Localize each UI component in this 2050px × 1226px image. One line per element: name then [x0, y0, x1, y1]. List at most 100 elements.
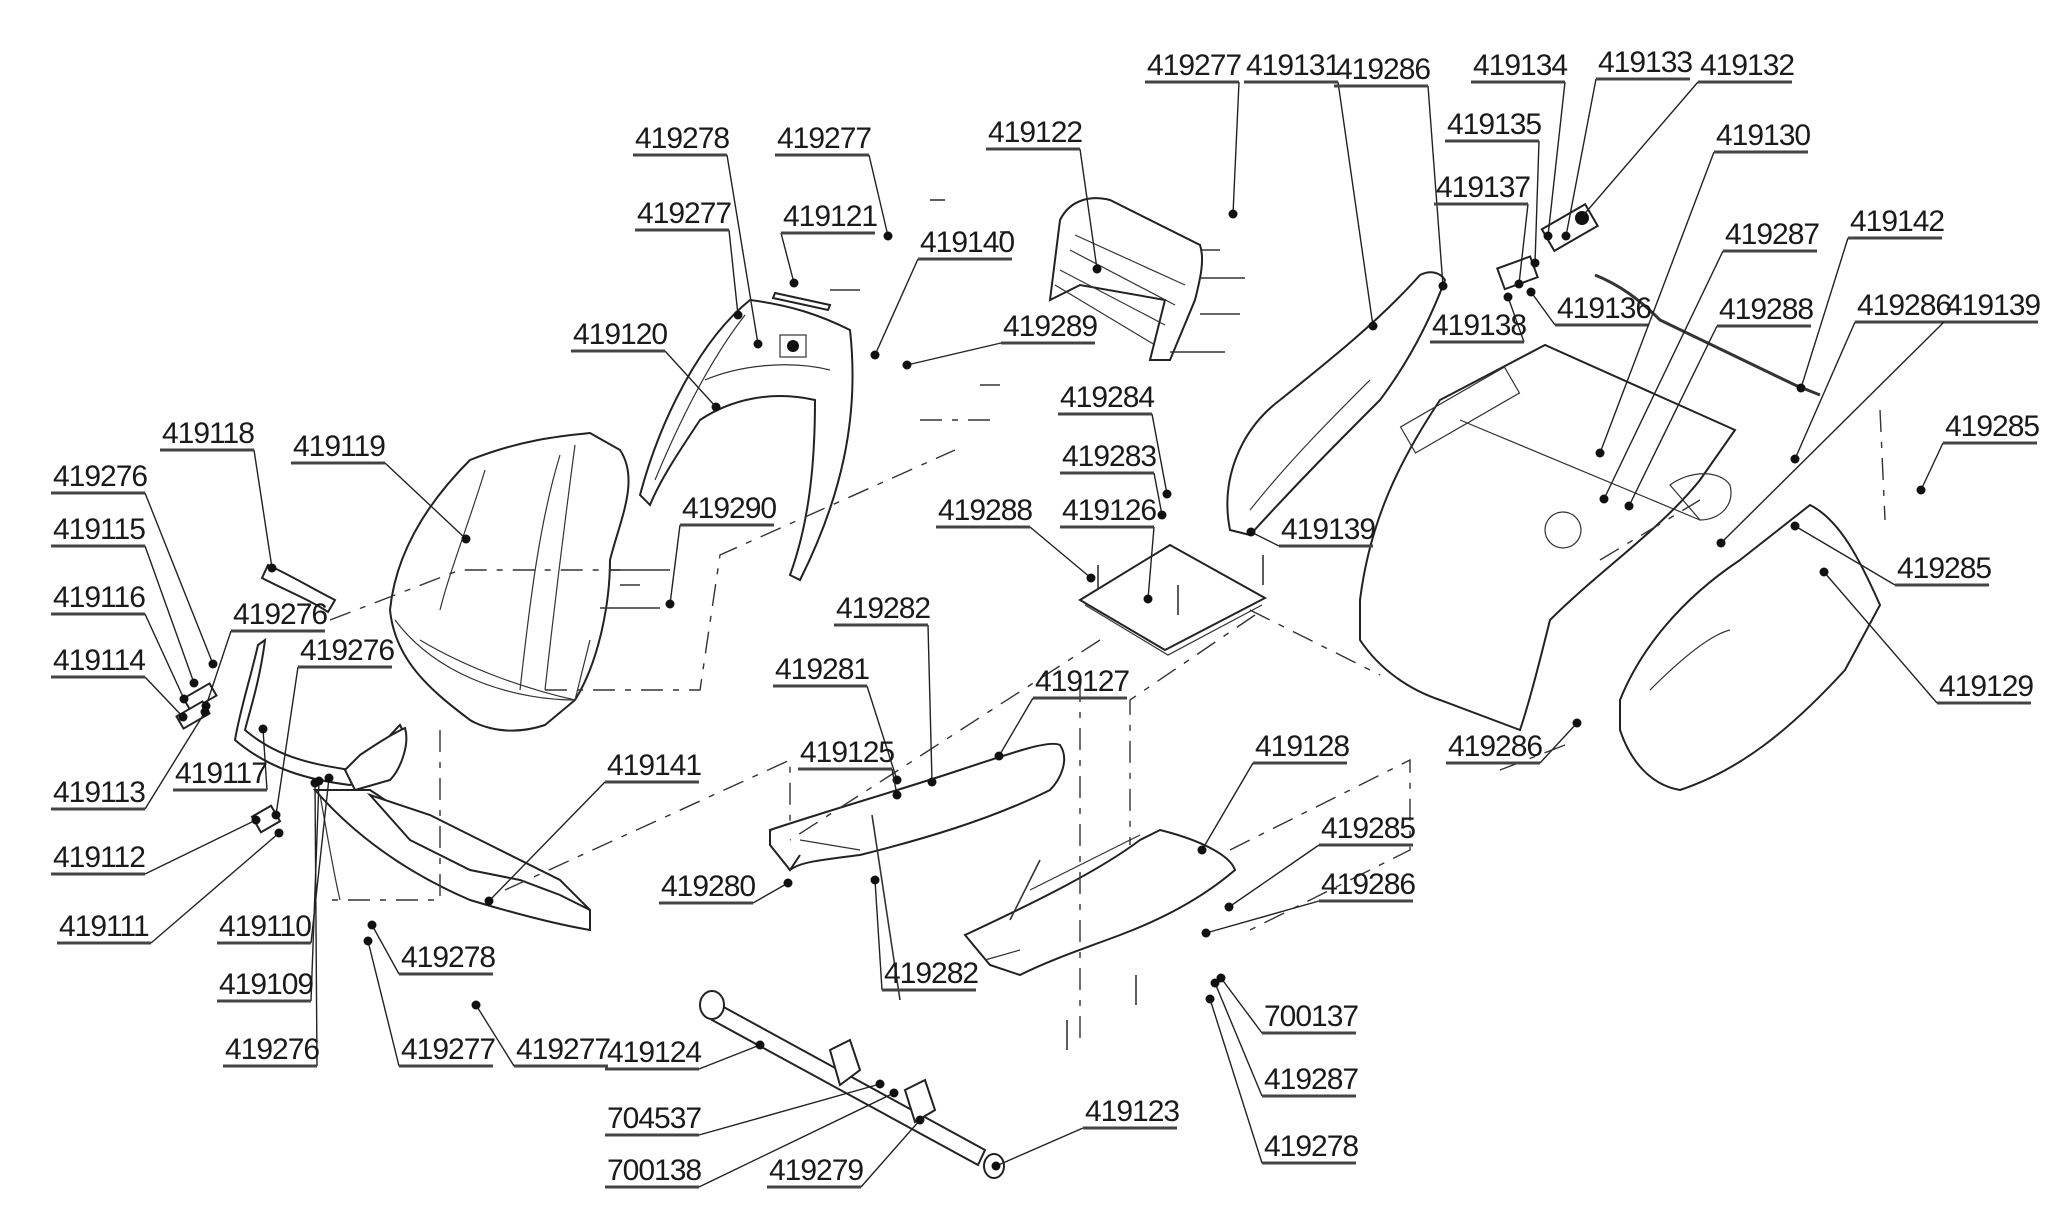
leader-line: [1547, 81, 1566, 237]
part-callout: 419122: [986, 116, 1102, 274]
leader-target-dot: [1205, 994, 1215, 1004]
part-number-label: 419142: [1850, 205, 1944, 238]
part-callout: 419113: [51, 707, 210, 811]
part-callout: 419123: [991, 1095, 1180, 1171]
leader-target-dot: [870, 350, 880, 360]
leader-target-dot: [484, 896, 494, 906]
leader-line: [698, 1092, 895, 1188]
leader-line: [1220, 977, 1263, 1034]
leader-target-dot: [179, 694, 189, 704]
part-callout: 419277: [775, 122, 893, 241]
part-callout: 419141: [484, 749, 702, 906]
part-callout: 419282: [870, 875, 979, 992]
part-callout: 419114: [51, 644, 188, 722]
part-callout: 419276: [51, 460, 218, 669]
leader-target-dot: [665, 599, 675, 609]
leader-line: [1232, 81, 1240, 215]
leader-line: [253, 449, 273, 569]
leader-target-dot: [1092, 264, 1102, 274]
part-number-label: 419278: [1264, 1130, 1358, 1163]
part-number-label: 419282: [884, 957, 978, 990]
emblem-part: [771, 291, 832, 312]
leader-target-dot: [461, 534, 471, 544]
part-callout: 419287: [1599, 218, 1820, 504]
part-callout: 419287: [1210, 978, 1359, 1098]
leader-target-dot: [1514, 279, 1524, 289]
part-number-label: 419280: [661, 870, 755, 903]
leader-target-dot: [1595, 448, 1605, 458]
part-number-label: 419277: [637, 197, 731, 230]
leader-line: [1800, 237, 1849, 389]
part-number-label: 419112: [53, 841, 145, 874]
part-number-label: 419139: [1946, 289, 2040, 322]
part-callout: 419124: [605, 1036, 765, 1071]
part-number-label: 419141: [607, 749, 701, 782]
part-number-label: 419285: [1897, 552, 1991, 585]
part-callout: 419277: [1145, 49, 1242, 219]
part-number-label: 419288: [938, 494, 1032, 527]
leader-line: [1794, 525, 1896, 586]
leader-line: [698, 1044, 761, 1070]
part-number-label: 419277: [401, 1033, 495, 1066]
left-bracket-hardware: [175, 682, 282, 834]
headlight-trim-part: [233, 637, 408, 792]
part-number-label: 419119: [293, 430, 385, 463]
leader-line: [1201, 762, 1254, 851]
leader-line: [998, 697, 1034, 757]
part-number-label: 419287: [1725, 218, 1819, 251]
part-callout: 419111: [57, 828, 284, 945]
part-callout: 419116: [51, 581, 189, 704]
part-number-label: 419127: [1035, 665, 1129, 698]
leader-target-dot: [1216, 973, 1226, 983]
leader-target-dot: [1819, 567, 1829, 577]
part-callout: 419139: [1246, 513, 1376, 548]
part-callout: 419129: [1819, 567, 2034, 705]
part-number-label: 419124: [607, 1036, 701, 1069]
part-number-label: 419132: [1700, 49, 1794, 82]
leader-target-dot: [789, 278, 799, 288]
part-callout: 419278: [633, 122, 763, 349]
leader-line: [1214, 982, 1263, 1097]
leader-target-dot: [1503, 292, 1513, 302]
part-callout: 419283: [1060, 440, 1167, 520]
part-number-label: 419276: [300, 634, 394, 667]
leader-target-dot: [892, 790, 902, 800]
part-number-label: 419134: [1473, 49, 1567, 82]
leader-line: [1151, 413, 1168, 495]
part-callout: 419135: [1445, 108, 1542, 268]
assembly-dash-lines: [329, 409, 1886, 1040]
leader-line: [726, 154, 759, 345]
leader-target-dot: [1790, 454, 1800, 464]
leader-line: [664, 350, 717, 408]
part-callout: 419277: [363, 936, 496, 1068]
part-number-label: 419277: [516, 1033, 610, 1066]
part-callout: 419115: [51, 513, 199, 688]
leader-line: [1823, 571, 1938, 704]
leader-line: [144, 676, 184, 718]
leader-line: [698, 1083, 881, 1136]
leader-line: [144, 819, 257, 875]
part-callout: 419138: [1430, 292, 1527, 344]
rear-body-part: [1359, 343, 1737, 732]
leader-target-dot: [733, 310, 743, 320]
part-callout: 419118: [160, 417, 277, 573]
leader-target-dot: [1210, 978, 1220, 988]
front-grille-part: [1048, 197, 1204, 361]
fastener-lines: [600, 199, 1264, 1050]
part-number-label: 419136: [1557, 292, 1651, 325]
part-number-label: 419118: [162, 417, 254, 450]
part-number-label: 419109: [219, 968, 313, 1001]
part-number-label: 419115: [53, 513, 145, 546]
leader-target-dot: [902, 360, 912, 370]
floor-plate-part: [1078, 543, 1268, 656]
leader-target-dot: [1572, 718, 1582, 728]
leader-line: [1029, 526, 1092, 579]
leader-target-dot: [178, 712, 188, 722]
part-callout: 419131: [1244, 49, 1378, 331]
leader-line: [262, 728, 268, 791]
leader-target-dot: [991, 1161, 1001, 1171]
leader-target-dot: [267, 563, 277, 573]
part-callout: 704537: [605, 1079, 885, 1137]
part-number-label: 419126: [1062, 494, 1156, 527]
part-number-label: 419131: [1246, 49, 1340, 82]
